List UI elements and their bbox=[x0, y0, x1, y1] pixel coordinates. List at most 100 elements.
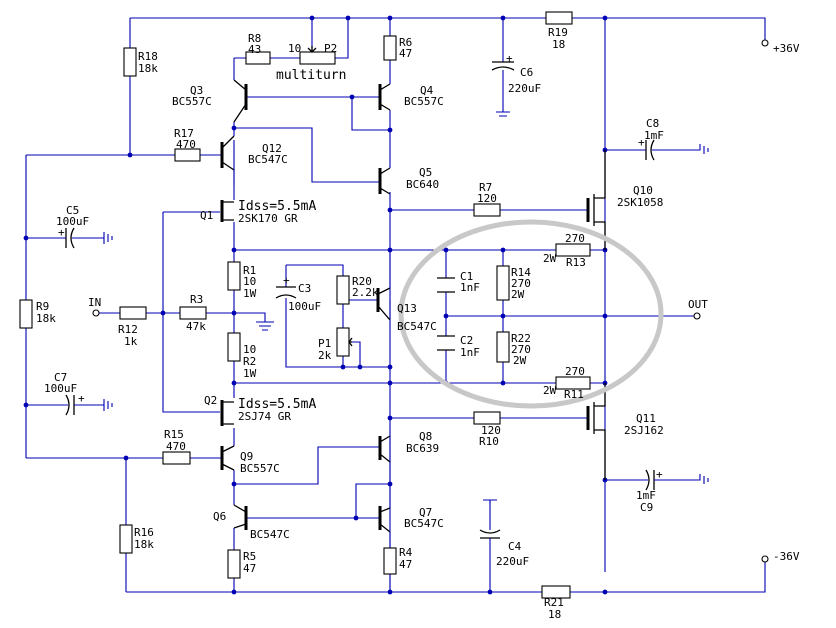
capacitor-c1 bbox=[437, 277, 455, 293]
c6-value: 220uF bbox=[508, 82, 541, 95]
r19-ref: R19 bbox=[548, 26, 568, 39]
resistor-r22 bbox=[496, 331, 510, 363]
r1-ref: R1 bbox=[243, 264, 256, 277]
resistor-r15 bbox=[162, 451, 191, 465]
resistor-r6 bbox=[383, 35, 397, 61]
c3-value: 100uF bbox=[288, 300, 321, 313]
r18-value: 18k bbox=[138, 62, 158, 75]
c5-ref: C5 bbox=[66, 204, 79, 217]
r17-ref: R17 bbox=[174, 127, 194, 140]
q12-ref: Q12 bbox=[262, 142, 282, 155]
q4-part: BC557C bbox=[404, 95, 444, 108]
c8-ref: C8 bbox=[646, 117, 659, 130]
r13-rating: 2W bbox=[543, 252, 557, 265]
r20-value: 2.2k bbox=[352, 286, 379, 299]
capacitor-c3 bbox=[275, 286, 297, 299]
resistor-r5 bbox=[227, 549, 241, 579]
resistor-r3 bbox=[179, 306, 207, 320]
r5-ref: R5 bbox=[243, 550, 256, 563]
out-label: OUT bbox=[688, 298, 708, 311]
resistor-r18 bbox=[123, 47, 137, 77]
r1-rating: 1W bbox=[243, 287, 257, 300]
resistor-r2 bbox=[227, 332, 241, 362]
q1-note: Idss=5.5mA bbox=[238, 199, 316, 214]
q11-part: 2SJ162 bbox=[624, 424, 664, 437]
wires bbox=[25, 17, 766, 593]
c9-plus: + bbox=[656, 468, 663, 481]
resistor-r17 bbox=[174, 148, 201, 162]
c5-value: 100uF bbox=[56, 215, 89, 228]
neg-rail-label: -36V bbox=[773, 550, 800, 563]
resistor-r19 bbox=[545, 11, 573, 25]
r18-ref: R18 bbox=[138, 50, 158, 63]
resistor-r14 bbox=[496, 265, 510, 301]
c7-plus: + bbox=[78, 392, 85, 405]
pos-rail-label: +36V bbox=[773, 42, 800, 55]
q1-ref: Q1 bbox=[200, 209, 213, 222]
q10-part: 2SK1058 bbox=[617, 196, 663, 209]
r7-value: 120 bbox=[477, 192, 497, 205]
q6-ref: Q6 bbox=[213, 510, 226, 523]
r2-value: 10 bbox=[243, 343, 256, 356]
terminals bbox=[92, 39, 769, 563]
q13-part: BC547C bbox=[397, 320, 437, 333]
r15-ref: R15 bbox=[164, 428, 184, 441]
resistor-bodies bbox=[19, 11, 591, 599]
r16-value: 18k bbox=[134, 538, 154, 551]
q12-part: BC547C bbox=[248, 153, 288, 166]
q3-ref: Q3 bbox=[190, 84, 203, 97]
capacitor-c6 bbox=[491, 61, 515, 71]
q4-ref: Q4 bbox=[420, 84, 434, 97]
p2-note: multiturn bbox=[276, 68, 346, 83]
r8-value: 43 bbox=[248, 43, 261, 56]
pos-rail-terminal bbox=[761, 39, 769, 47]
r11-value: 270 bbox=[565, 365, 585, 378]
resistor-r9 bbox=[19, 299, 33, 329]
p2-value: 10 bbox=[288, 42, 301, 55]
capacitor-plates bbox=[58, 61, 660, 560]
q5-ref: Q5 bbox=[419, 166, 432, 179]
resistor-r10 bbox=[473, 411, 501, 425]
c1-value: 1nF bbox=[460, 281, 480, 294]
r10-value: 120 bbox=[481, 424, 501, 437]
pot-p2 bbox=[299, 51, 336, 65]
c3-ref: C3 bbox=[298, 282, 311, 295]
r16-ref: R16 bbox=[134, 526, 154, 539]
in-label: IN bbox=[88, 296, 101, 309]
resistor-r11 bbox=[555, 376, 591, 390]
p2-ref: P2 bbox=[324, 42, 337, 55]
q2-note: Idss=5.5mA bbox=[238, 397, 316, 412]
c8-plus: + bbox=[638, 136, 645, 149]
c9-value: 1mF bbox=[636, 489, 656, 502]
r14-value: 270 bbox=[511, 277, 531, 290]
r21-value: 18 bbox=[548, 608, 561, 621]
q7-ref: Q7 bbox=[419, 506, 432, 519]
r12-ref: R12 bbox=[118, 323, 138, 336]
resistor-r12 bbox=[119, 306, 147, 320]
resistor-r8 bbox=[245, 51, 271, 65]
r13-value: 270 bbox=[565, 232, 585, 245]
transistor-symbols bbox=[220, 79, 606, 533]
r4-ref: R4 bbox=[399, 546, 413, 559]
r14-rating: 2W bbox=[511, 288, 525, 301]
q11-ref: Q11 bbox=[636, 412, 656, 425]
resistor-r21 bbox=[541, 585, 571, 599]
resistor-r7 bbox=[473, 203, 501, 217]
r1-value: 10 bbox=[243, 275, 256, 288]
q8-ref: Q8 bbox=[419, 430, 432, 443]
r22-rating: 2W bbox=[513, 354, 527, 367]
r21-ref: R21 bbox=[544, 596, 564, 609]
neg-rail-terminal bbox=[761, 555, 769, 563]
labels: R18 18k R8 43 10 P2 multiturn R6 47 R19 … bbox=[36, 26, 800, 621]
resistor-r1 bbox=[227, 261, 241, 291]
r9-ref: R9 bbox=[36, 300, 49, 313]
c1-ref: C1 bbox=[460, 270, 473, 283]
q2-ref: Q2 bbox=[204, 394, 217, 407]
q13-ref: Q13 bbox=[397, 302, 417, 315]
r5-value: 47 bbox=[243, 562, 256, 575]
pot-p1 bbox=[336, 327, 350, 357]
r15-value: 470 bbox=[166, 440, 186, 453]
q6-part: BC547C bbox=[250, 528, 290, 541]
